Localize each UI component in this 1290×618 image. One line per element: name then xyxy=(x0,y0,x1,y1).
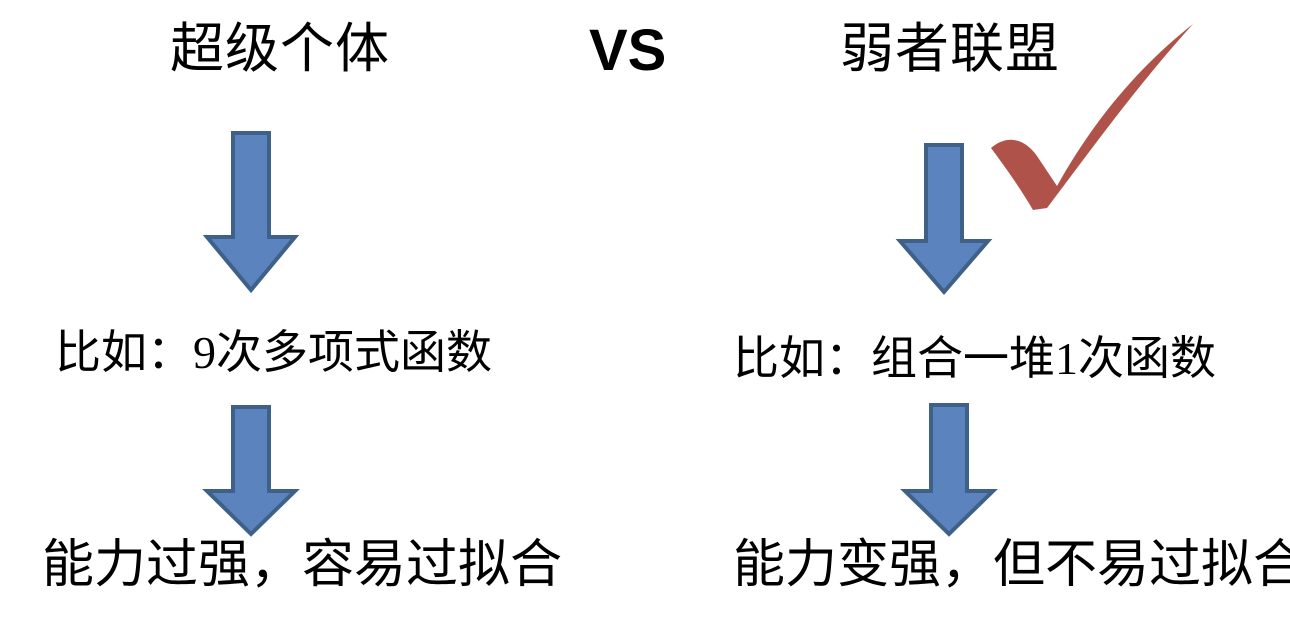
versus-label: VS xyxy=(589,18,667,83)
left-down-arrow-2 xyxy=(202,405,300,537)
right-down-arrow-1 xyxy=(895,143,993,296)
right-down-arrow-2 xyxy=(900,403,998,537)
right-column-example: 比如：组合一堆1次函数 xyxy=(733,333,1216,384)
right-column-conclusion: 能力变强，但不易过拟合 xyxy=(733,537,1290,594)
checkmark-icon xyxy=(991,24,1193,210)
right-column-title: 弱者联盟 xyxy=(840,19,1060,79)
down-arrow-icon xyxy=(202,405,300,537)
checkmark-wrapper xyxy=(985,18,1205,218)
left-column-example: 比如：9次多项式函数 xyxy=(55,327,492,378)
down-arrow-icon xyxy=(900,403,998,537)
down-arrow-icon xyxy=(202,131,300,294)
left-column-title: 超级个体 xyxy=(170,19,390,79)
down-arrow-icon xyxy=(895,143,993,296)
left-column-conclusion: 能力过强，容易过拟合 xyxy=(42,537,563,594)
left-down-arrow-1 xyxy=(202,131,300,294)
